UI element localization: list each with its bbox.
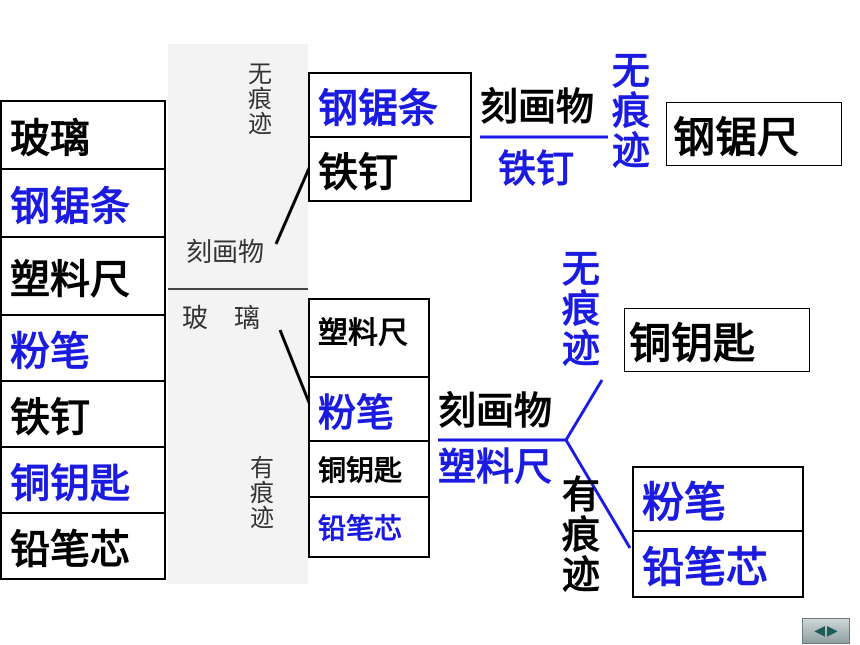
material-cell: 铜钥匙 [0,446,166,514]
material-cell: 铅笔芯 [0,512,166,580]
scan-action-label: 刻画物 [186,238,265,268]
test1-tool-label: 铁钉 [498,147,575,191]
scanned-diagram-background [168,44,308,584]
test1-result-label: 无痕迹 [611,49,650,173]
material-cell: 铁钉 [0,380,166,448]
material-cell: 钢锯条 [0,168,166,238]
material-cell: 粉笔 [0,314,166,382]
next-slide-icon[interactable]: ▶ [827,623,838,639]
slide-nav-control[interactable]: ◀ ▶ [802,618,850,644]
connector-scan-to-hard [274,165,312,245]
scan-bottom-result: 有痕迹 [250,454,274,533]
material-cell: 塑料尺 [0,236,166,316]
connector-scan-to-soft [278,329,314,411]
hard-item: 铁钉 [308,136,472,202]
soft-item: 塑料尺 [308,298,430,378]
connector-test2-to-top [564,379,604,441]
test2-bottom-result-label: 有痕迹 [561,473,600,597]
test1-answer-box: 钢锯尺 [666,102,842,166]
connector-test2-to-bottom [564,439,632,549]
hard-item: 钢锯条 [308,72,472,138]
scan-top-result: 无痕迹 [248,60,272,139]
test2-bottom-answer-item: 铅笔芯 [632,530,804,598]
material-cell: 玻璃 [0,100,166,170]
soft-item: 铅笔芯 [308,496,430,558]
test2-tool-label: 塑料尺 [438,445,553,489]
test1-action-label: 刻画物 [480,85,595,129]
scan-divider-line [168,288,308,290]
test2-action-label: 刻画物 [438,389,553,433]
test2-top-answer-box: 铜钥匙 [624,308,810,372]
test2-bottom-answer-item: 粉笔 [632,466,804,532]
scan-object-label: 玻 璃 [182,304,261,334]
soft-item: 铜钥匙 [308,440,430,498]
soft-item: 粉笔 [308,376,430,442]
test2-top-result-label: 无痕迹 [561,247,600,371]
previous-slide-icon[interactable]: ◀ [814,623,825,639]
